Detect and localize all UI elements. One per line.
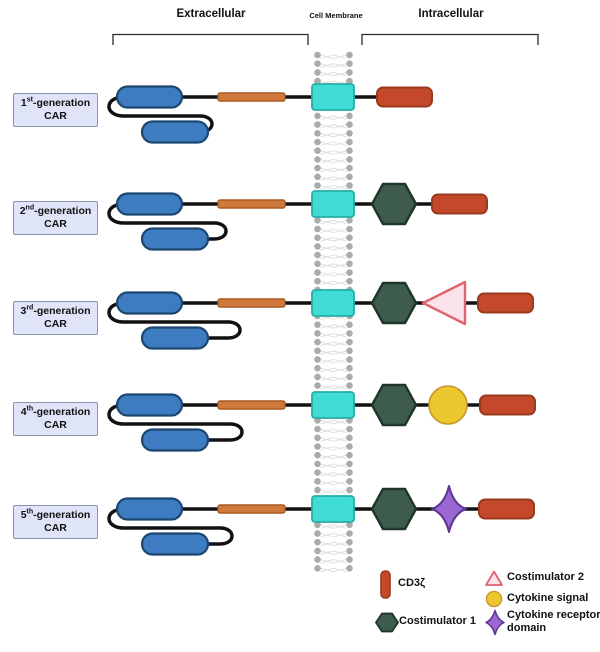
legend-cd3z-label: CD3ζ xyxy=(398,577,426,589)
scfv-vl-pill xyxy=(140,120,210,144)
legend-cytokine-signal-icon xyxy=(485,590,503,608)
costimulator2-triangle xyxy=(421,280,467,326)
scfv-linker xyxy=(107,301,242,340)
row-label-3rd-generation: 3rd-generation CAR xyxy=(13,301,98,335)
legend-cytokine-receptor-icon xyxy=(485,609,505,636)
costimulator1-hexagon xyxy=(370,383,418,427)
legend-costimulator1-icon xyxy=(375,612,399,633)
legend-costimulator2-label: Costimulator 2 xyxy=(507,571,585,583)
car-row-3 xyxy=(107,280,534,350)
scfv-vh-pill xyxy=(115,291,184,315)
scfv-vh-pill xyxy=(115,192,184,216)
cytokine-receptor-star xyxy=(431,485,467,533)
cytokine-signal-circle xyxy=(428,385,468,425)
cd3z-domain xyxy=(478,498,535,520)
header-cell-membrane: Cell Membrane xyxy=(309,11,363,20)
row-label-line1: 4th-generation xyxy=(20,405,91,419)
car-row-1 xyxy=(107,83,433,144)
costimulator1-hexagon xyxy=(370,487,418,531)
car-row-2 xyxy=(107,182,488,251)
legend-cytokine-signal-label: Cytokine signal xyxy=(507,592,589,604)
row-label-5th-generation: 5th-generation CAR xyxy=(13,505,98,539)
row-label-line2: CAR xyxy=(44,218,67,230)
row-label-line2: CAR xyxy=(44,318,67,330)
legend-costimulator2-icon xyxy=(485,570,503,586)
row-label-line2: CAR xyxy=(44,522,67,534)
legend-cytokine-receptor-label: Cytokine receptor domain xyxy=(507,609,600,634)
hinge-rod xyxy=(217,504,286,514)
row-label-line1: 1st-generation xyxy=(20,96,91,110)
scfv-vl-pill xyxy=(140,326,210,350)
scfv-linker xyxy=(107,403,244,442)
row-label-line2: CAR xyxy=(44,110,67,122)
cd3z-domain xyxy=(477,292,534,314)
scfv-linker xyxy=(107,507,234,546)
hinge-rod xyxy=(217,92,286,102)
car-row-4 xyxy=(107,383,536,452)
scfv-vl-pill xyxy=(140,428,210,452)
cd3z-domain xyxy=(479,394,536,416)
transmembrane-box xyxy=(311,83,355,111)
hinge-rod xyxy=(217,400,286,410)
scfv-vh-pill xyxy=(115,85,184,109)
costimulator1-hexagon xyxy=(370,182,418,226)
transmembrane-box xyxy=(311,190,355,218)
scfv-vh-pill xyxy=(115,497,184,521)
row-label-4th-generation: 4th-generation CAR xyxy=(13,402,98,436)
extracellular-bracket xyxy=(112,33,309,45)
legend-cd3z-icon xyxy=(380,570,391,599)
hinge-rod xyxy=(217,199,286,209)
row-label-line1: 2nd-generation xyxy=(19,204,92,218)
intracellular-bracket xyxy=(361,33,539,45)
transmembrane-box xyxy=(311,289,355,317)
scfv-vl-pill xyxy=(140,227,210,251)
scfv-vh-pill xyxy=(115,393,184,417)
scfv-linker xyxy=(107,202,228,241)
transmembrane-box xyxy=(311,495,355,523)
hinge-rod xyxy=(217,298,286,308)
row-label-line1: 5th-generation xyxy=(20,508,91,522)
header-intracellular: Intracellular xyxy=(418,8,484,20)
header-extracellular: Extracellular xyxy=(176,8,246,20)
row-label-2nd-generation: 2nd-generation CAR xyxy=(13,201,98,235)
row-label-line1: 3rd-generation xyxy=(20,304,91,318)
scfv-vl-pill xyxy=(140,532,210,556)
cd3z-domain xyxy=(376,86,433,108)
row-label-line2: CAR xyxy=(44,419,67,431)
cd3z-domain xyxy=(431,193,488,215)
row-label-1st-generation: 1st-generation CAR xyxy=(13,93,98,127)
legend-costimulator1-label: Costimulator 1 xyxy=(399,615,477,627)
transmembrane-box xyxy=(311,391,355,419)
costimulator1-hexagon xyxy=(370,281,418,325)
car-row-5 xyxy=(107,485,535,556)
